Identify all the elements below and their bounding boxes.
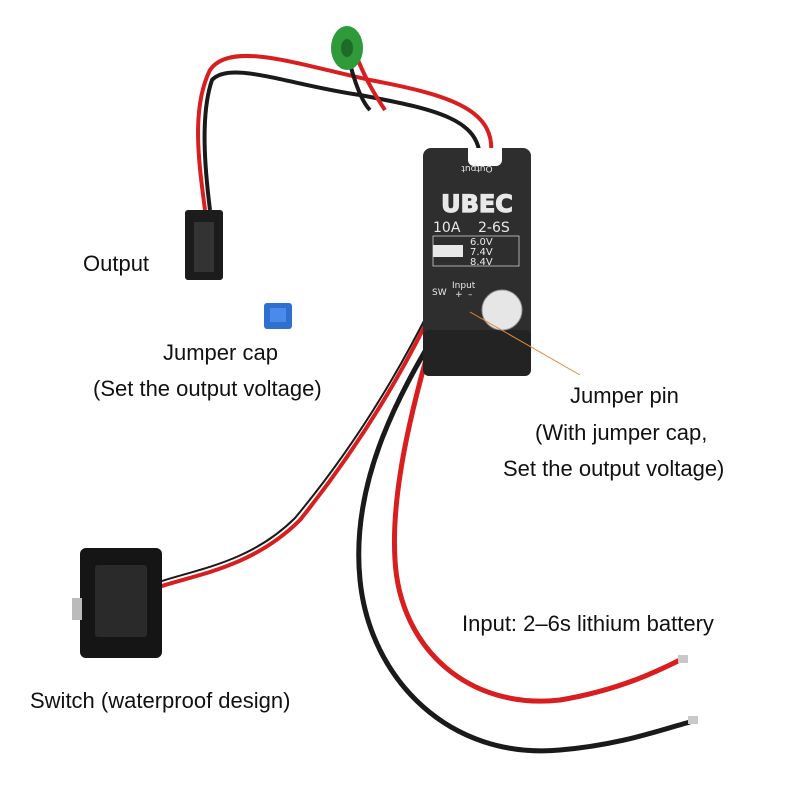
output-red-wire	[196, 53, 494, 211]
label-switch: Switch (waterproof design)	[30, 688, 291, 713]
switch	[72, 548, 162, 658]
label-jumper-cap: Jumper cap	[163, 340, 278, 365]
servo-connector	[185, 210, 223, 280]
device-brand: UBEC	[441, 190, 513, 218]
voltage-7v4: 7.4V	[470, 247, 493, 258]
input-black-wire	[356, 308, 691, 754]
switch-wire	[149, 304, 437, 592]
label-output: Output	[83, 251, 150, 276]
device-input: Input	[452, 281, 476, 291]
label-jumper-pin-note2: Set the output voltage)	[503, 456, 725, 481]
label-jumper-cap-note: (Set the output voltage)	[93, 376, 322, 401]
input-red-wire	[391, 309, 682, 704]
jumper-pin-pointer	[469, 311, 581, 376]
voltage-8v4: 8.4V	[470, 257, 493, 268]
label-jumper-pin-note1: (With jumper cap,	[535, 420, 708, 445]
device-current: 10A	[433, 220, 461, 236]
voltage-6v: 6.0V	[470, 237, 493, 248]
device-output-mark: Output	[461, 163, 493, 173]
ubec-module: Output UBEC 10A 2-6S 6.0V 7.4V 8.4V SW I…	[423, 148, 531, 376]
label-jumper-pin: Jumper pin	[570, 383, 679, 408]
jumper-cap	[264, 303, 292, 329]
device-sw: SW	[432, 288, 447, 298]
device-minus: –	[468, 290, 473, 300]
label-input: Input: 2–6s lithium battery	[462, 611, 714, 636]
device-cells: 2-6S	[478, 220, 510, 236]
ferrite-ring	[331, 26, 363, 70]
device-plus: +	[455, 290, 463, 300]
capacitor	[481, 289, 523, 331]
output-black-wire	[202, 70, 482, 211]
